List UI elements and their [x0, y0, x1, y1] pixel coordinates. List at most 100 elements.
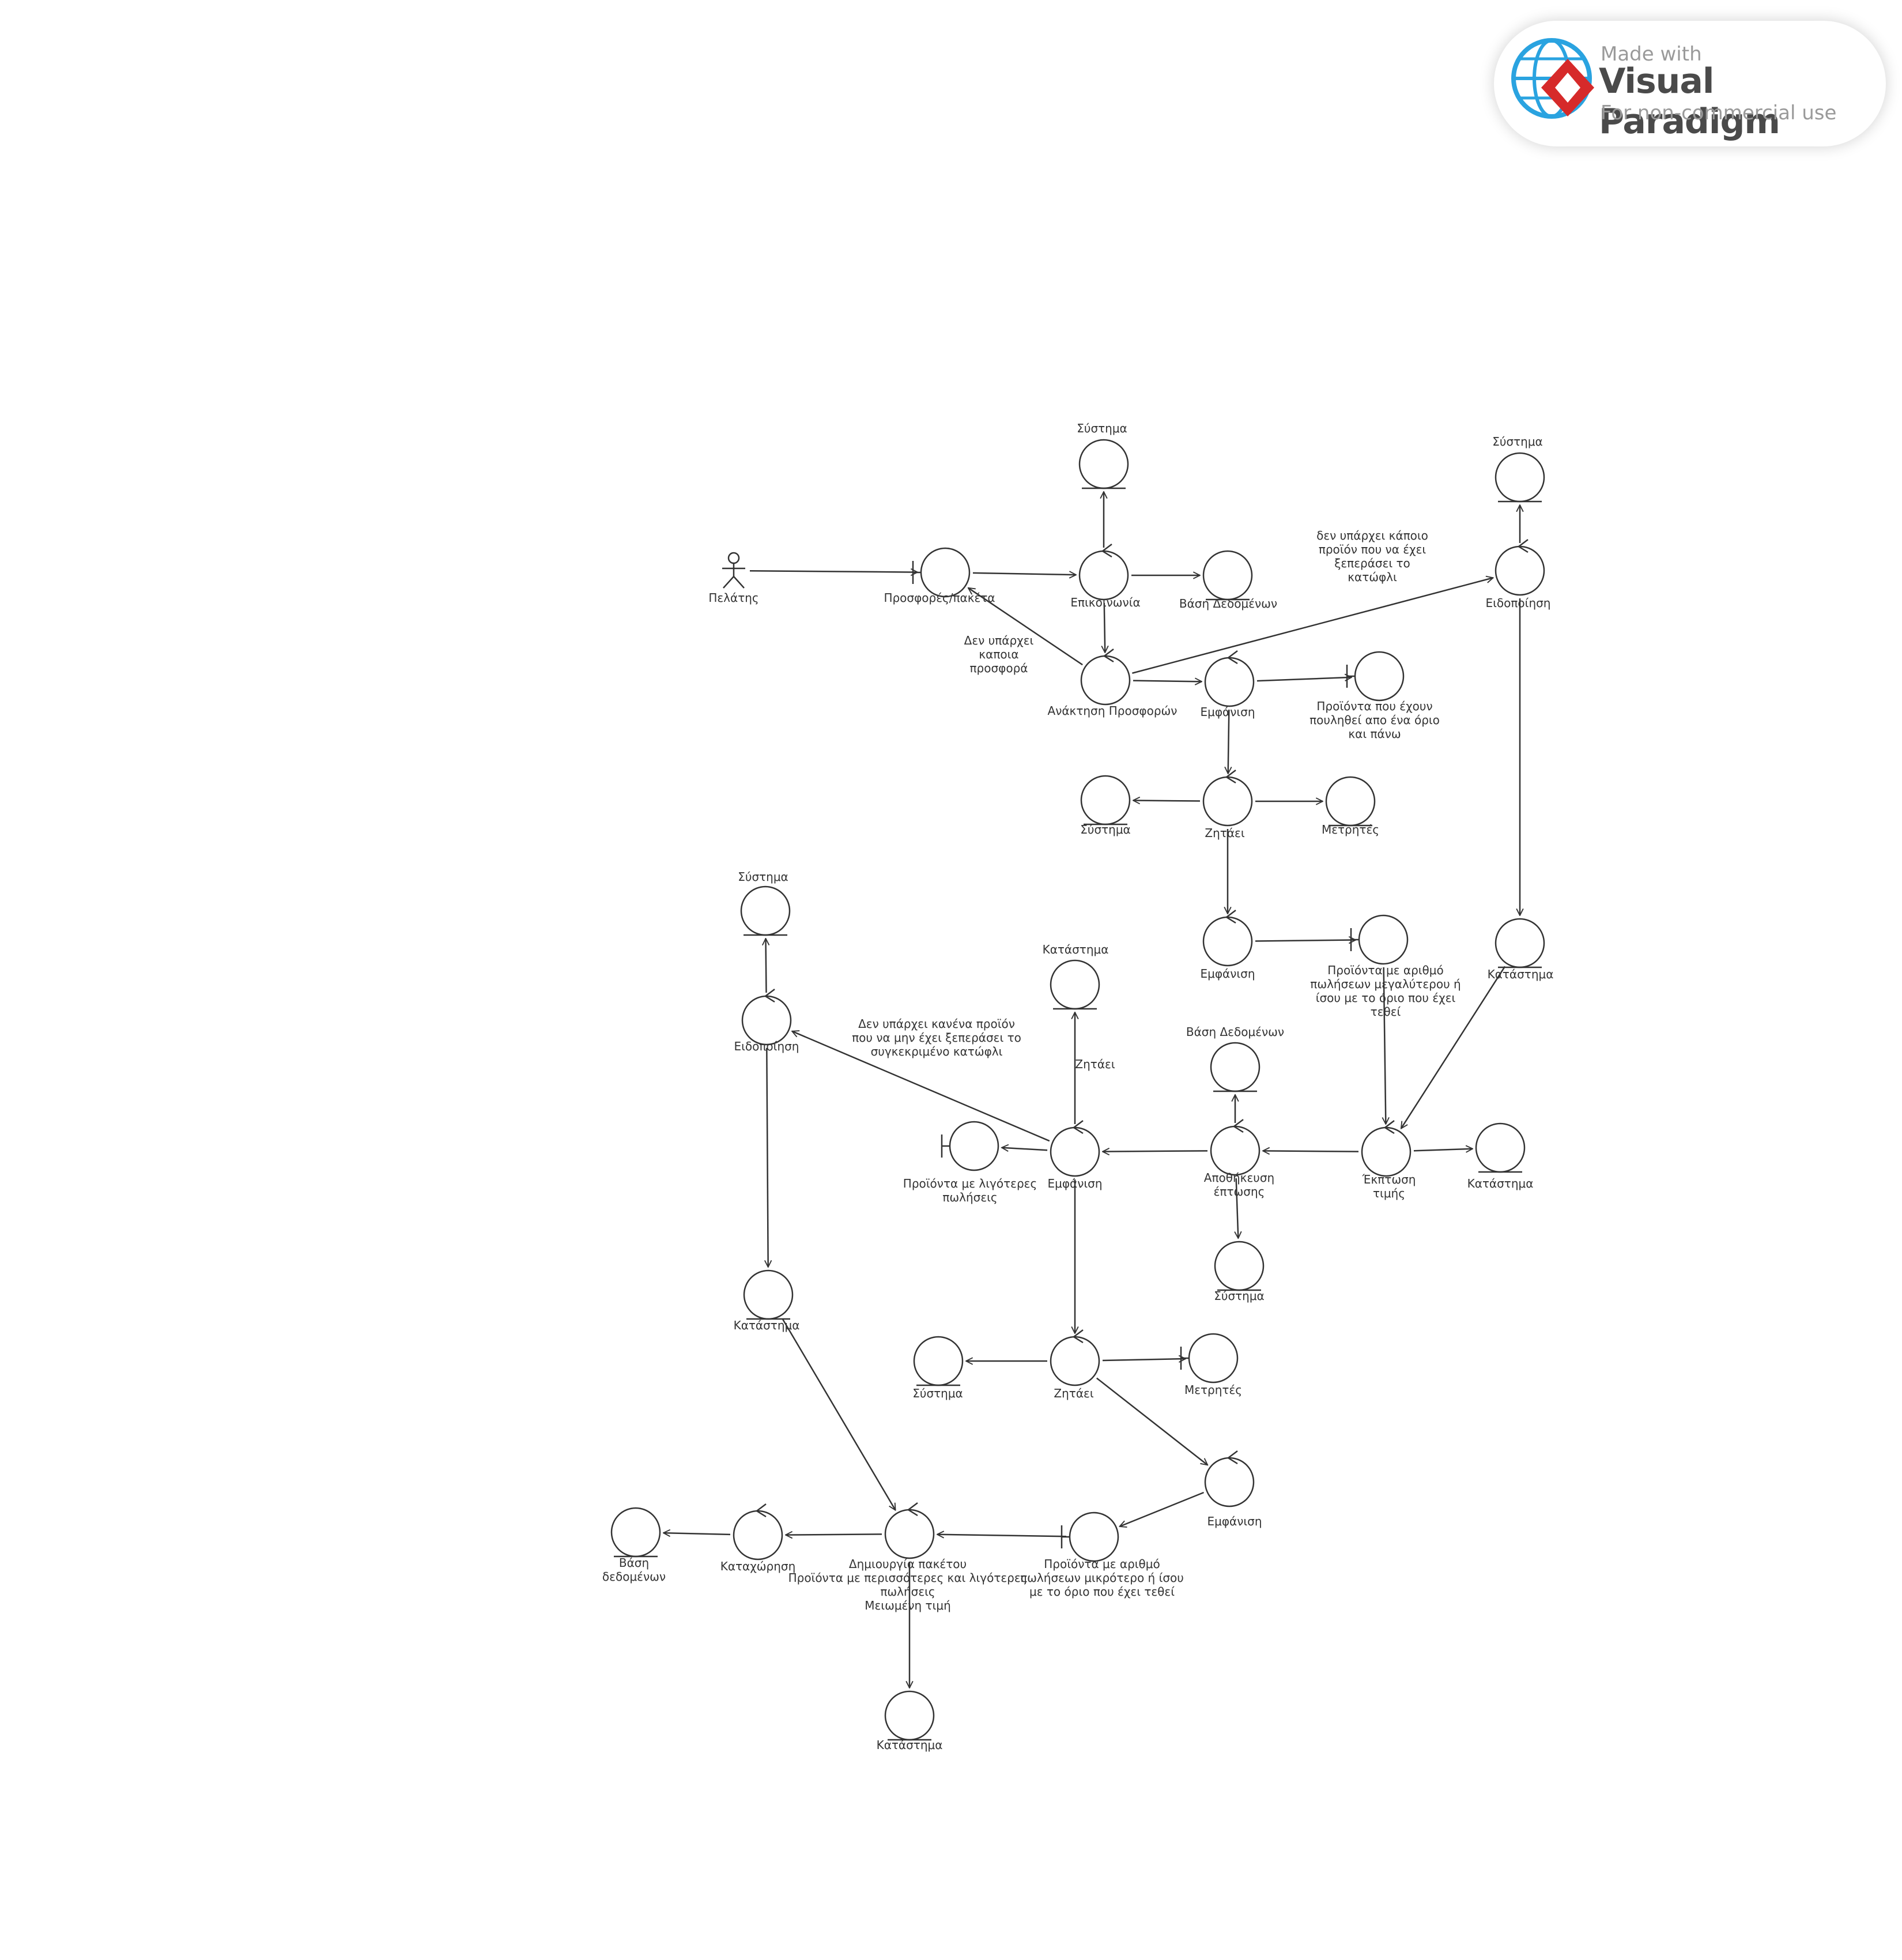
node-label-katastima5: Κατάστημα — [877, 1738, 943, 1752]
node-boundary-metrites2[interactable]: Μετρητές — [1180, 1333, 1242, 1397]
control-arrowhead — [1227, 650, 1238, 665]
edge-emfanisi3-to-katastima3[interactable]: Ζητάει — [1075, 1012, 1115, 1124]
node-control-zitaei1[interactable]: Ζητάει — [1202, 770, 1253, 840]
node-entity-katastima1[interactable]: Κατάστημα — [1488, 918, 1554, 981]
edge-proionta_megal-to-ekptosi[interactable] — [1384, 967, 1386, 1124]
node-control-zitaei2[interactable]: Ζητάει — [1050, 1329, 1100, 1400]
edge-emfanisi4-to-proionta_mikr[interactable] — [1120, 1491, 1204, 1526]
edge-line — [972, 573, 1076, 575]
node-entity-systima6[interactable]: Σύστημα — [912, 1336, 964, 1400]
edge-proionta_mikr-to-dimiourgia[interactable] — [937, 1535, 1067, 1537]
node-label-eidopoiisi2: Ειδοποίηση — [734, 1039, 799, 1053]
edge-eidopoiisi2-to-katastima4[interactable] — [767, 1047, 768, 1267]
edge-katastima1-to-ekptosi[interactable] — [1401, 966, 1506, 1128]
node-entity-vasi1[interactable]: Βάση Δεδομένων — [1179, 550, 1277, 610]
control-circle — [1202, 916, 1253, 967]
edge-line — [1002, 1148, 1048, 1151]
node-control-emfanisi3[interactable]: Εμφάνιση — [1047, 1120, 1103, 1190]
visual-paradigm-watermark: Made with Visual Paradigm For non-commer… — [1494, 21, 1886, 146]
node-label-pelatis: Πελάτης — [708, 591, 758, 605]
node-label-metrites1: Μετρητές — [1322, 823, 1379, 836]
entity-circle — [1078, 439, 1129, 489]
control-arrowhead — [1225, 910, 1236, 924]
edge-zitaei2-to-metrites2[interactable] — [1102, 1359, 1186, 1360]
edge-katastima4-to-dimiourgia[interactable] — [782, 1318, 896, 1510]
node-boundary-prosfores[interactable]: Προσφορές/πακέτα — [884, 547, 995, 605]
control-arrowhead — [1517, 539, 1529, 553]
node-label-systima5: Σύστημα — [738, 870, 788, 884]
node-entity-metrites1[interactable]: Μετρητές — [1322, 776, 1379, 836]
watermark-line1: Made with — [1601, 43, 1702, 66]
edge-emfanisi2-to-proionta_megal[interactable] — [1255, 940, 1356, 941]
edge-eidopoiisi2-to-systima5[interactable] — [766, 938, 767, 993]
node-control-eidopoiisi1[interactable]: Ειδοποίηση — [1486, 539, 1551, 610]
control-circle — [1204, 1457, 1255, 1507]
control-arrowhead — [755, 1503, 767, 1518]
node-control-emfanisi4[interactable]: Εμφάνιση — [1204, 1450, 1262, 1528]
edge-katachorisi-to-vasi3[interactable] — [663, 1533, 731, 1535]
edge-line — [1256, 677, 1352, 682]
edge-anaktisi-to-emfanisi1[interactable] — [1133, 681, 1202, 682]
entity-circle — [1202, 550, 1253, 601]
node-entity-katastima4[interactable]: Κατάστημα — [734, 1269, 800, 1332]
node-label-systima1: Σύστημα — [1077, 421, 1127, 435]
edge-pelatis-to-prosfores[interactable] — [749, 571, 918, 572]
node-label-emfanisi1: Εμφάνιση — [1200, 705, 1255, 719]
node-entity-vasi2[interactable]: Βάση Δεδομένων — [1186, 1025, 1284, 1092]
entity-circle — [1080, 775, 1131, 826]
edge-epikoinonia-to-anaktisi[interactable] — [1104, 602, 1105, 653]
node-control-katachorisi[interactable]: Καταχώρηση — [720, 1503, 796, 1573]
node-entity-systima1[interactable]: Σύστημα — [1077, 421, 1129, 489]
node-entity-systima5[interactable]: Σύστημα — [738, 870, 791, 936]
node-control-eidopoiisi2[interactable]: Ειδοποίηση — [734, 989, 799, 1053]
node-actor-pelatis[interactable]: Πελάτης — [708, 552, 759, 605]
edge-line — [792, 1031, 1050, 1142]
node-entity-systima2[interactable]: Σύστημα — [1080, 775, 1131, 836]
edge-zitaei1-to-systima2[interactable] — [1133, 800, 1201, 801]
node-label-emfanisi3: Εμφάνιση — [1047, 1177, 1102, 1190]
edge-line — [749, 571, 918, 572]
edge-zitaei2-to-emfanisi4[interactable] — [1096, 1377, 1207, 1465]
node-entity-systima3[interactable]: Σύστημα — [1492, 435, 1545, 503]
node-entity-systima4[interactable]: Σύστημα — [1214, 1241, 1265, 1303]
edge-prosfores-to-epikoinonia[interactable] — [972, 573, 1076, 575]
edge-emfanisi1-to-zitaei1[interactable] — [1228, 709, 1229, 774]
watermark-line3: For non-commercial use — [1601, 101, 1837, 125]
node-control-emfanisi1[interactable]: Εμφάνιση — [1200, 650, 1255, 719]
edge-emfanisi1-to-proionta_orio[interactable] — [1256, 677, 1352, 682]
edge-dimiourgia-to-katachorisi[interactable] — [786, 1534, 882, 1535]
edge-apothikeusi-to-systima4[interactable] — [1236, 1178, 1239, 1238]
control-circle — [733, 1510, 783, 1561]
node-control-epikoinonia[interactable]: Επικοινωνία — [1070, 544, 1141, 609]
control-arrowhead — [1072, 1120, 1084, 1134]
edge-line — [1102, 1359, 1186, 1360]
node-control-emfanisi2[interactable]: Εμφάνιση — [1200, 910, 1255, 981]
node-entity-katastima3[interactable]: Κατάστημα — [1043, 943, 1109, 1010]
edge-line — [767, 1047, 768, 1267]
node-control-anaktisi[interactable]: Ανάκτηση Προσφορών — [1048, 649, 1178, 718]
control-circle — [1204, 657, 1255, 707]
actor-head — [727, 552, 740, 564]
edge-emfanisi3-to-proionta_ligoteres[interactable] — [1002, 1148, 1048, 1151]
node-label-vasi1: Βάση Δεδομένων — [1179, 597, 1277, 610]
node-entity-katastima5[interactable]: Κατάστημα — [877, 1690, 943, 1752]
node-label-systima6: Σύστημα — [912, 1386, 963, 1400]
node-entity-katastima2[interactable]: Κατάστημα — [1467, 1122, 1534, 1190]
edge-ekptosi-to-katastima2[interactable] — [1413, 1149, 1473, 1151]
